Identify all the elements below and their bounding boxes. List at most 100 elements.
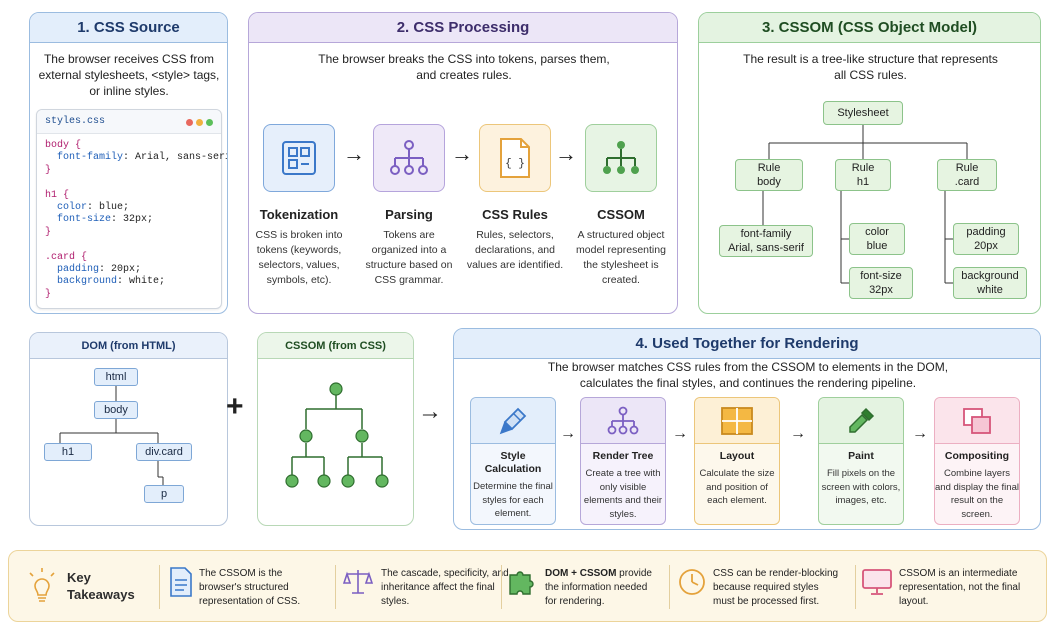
render-tree-icon	[581, 398, 665, 444]
code-line: }	[45, 226, 52, 238]
plus-icon: +	[226, 390, 244, 423]
puzzle-icon	[507, 567, 537, 602]
code-line: body {	[45, 140, 82, 151]
paint-step: Paint Fill pixels on the screen with col…	[818, 397, 904, 525]
step-css-rules-desc: Rules, selectors, declarations, and valu…	[466, 229, 564, 271]
cssom-from-css-title: CSSOM (from CSS)	[258, 333, 413, 359]
step-tokenization-desc: CSS is broken into tokens (keywords, sel…	[255, 229, 343, 286]
code-line: h1 {	[45, 189, 70, 201]
code-line	[45, 177, 213, 189]
takeaway-item: The CSSOM is the browser's structured re…	[199, 568, 301, 607]
window-dots-icon	[183, 113, 213, 131]
arrow-right-icon: →	[451, 141, 473, 166]
arrow-right-icon: →	[672, 425, 688, 442]
dom-node-p: p	[144, 485, 184, 503]
tokenization-icon	[263, 124, 335, 192]
css-braces: { }	[505, 158, 525, 170]
dom-title: DOM (from HTML)	[30, 333, 227, 359]
layers-icon	[935, 398, 1019, 444]
dom-node-div-card: div.card	[136, 443, 192, 461]
code-line: color: blue;	[45, 202, 130, 214]
css-processing-title: 2. CSS Processing	[249, 13, 677, 43]
layout-desc: Calculate the size and position of each …	[699, 468, 775, 506]
arrow-right-icon: →	[912, 425, 928, 442]
render-tree-step: Render Tree Create a tree with only visi…	[580, 397, 666, 525]
cssom-title: 3. CSSOM (CSS Object Model)	[699, 13, 1040, 43]
code-filename: styles.css	[45, 116, 106, 127]
scale-icon	[342, 567, 374, 602]
arrow-right-icon: →	[790, 425, 806, 442]
clock-icon	[677, 567, 707, 602]
arrow-right-icon: →	[418, 398, 442, 425]
dom-node-h1: h1	[44, 443, 92, 461]
compositing-step: Compositing Combine layers and display t…	[934, 397, 1020, 525]
cssom-tree-icon	[285, 382, 389, 488]
code-line: font-size: 32px;	[45, 214, 154, 226]
code-window: styles.css body { font-family: Arial, sa…	[36, 109, 227, 309]
takeaway-item: CSS can be render-blocking because requi…	[713, 568, 839, 607]
step-tokenization-title: Tokenization	[259, 207, 339, 222]
step-css-rules-title: CSS Rules	[482, 207, 548, 222]
style-calculation-step: Style Calculation Determine the final st…	[470, 397, 556, 525]
step-cssom-title: CSSOM	[597, 207, 645, 222]
rendering-panel: 4. Used Together for Rendering The brows…	[453, 328, 1041, 530]
layout-title: Layout	[719, 450, 755, 462]
layout-grid-icon	[695, 398, 779, 444]
dom-panel: DOM (from HTML) html body h1 div.card p	[29, 332, 228, 526]
document-icon	[169, 567, 193, 602]
css-rules-icon: { }	[479, 124, 551, 192]
css-processing-panel: 2. CSS Processing The browser breaks the…	[248, 12, 678, 314]
dom-node-html: html	[94, 368, 138, 386]
css-processing-description: The browser breaks the CSS into tokens, …	[318, 52, 610, 82]
code-line: }	[45, 288, 52, 300]
takeaway-item: CSSOM is an intermediate representation,…	[899, 568, 1021, 607]
compositing-title: Compositing	[944, 450, 1010, 462]
arrow-right-icon: →	[555, 141, 577, 166]
cssom-tree-lines	[762, 125, 968, 284]
dom-tree-lines	[59, 386, 164, 485]
style-calculation-title: Style Calculation	[484, 450, 542, 475]
dom-node-body: body	[94, 401, 138, 419]
stylesheet-node: Stylesheet	[823, 101, 903, 125]
code-line: .card {	[45, 251, 88, 263]
cssom-icon	[585, 124, 657, 192]
step-parsing-title: Parsing	[385, 207, 433, 222]
paint-title: Paint	[848, 450, 874, 462]
parsing-icon	[373, 124, 445, 192]
paintbrush-icon	[471, 398, 555, 444]
takeaway-item: The cascade, specificity, and inheritanc…	[381, 568, 509, 607]
key-takeaways-panel: Key Takeaways The CSSOM is the browser's…	[8, 550, 1047, 622]
layout-step: Layout Calculate the size and position o…	[694, 397, 780, 525]
rendering-title: 4. Used Together for Rendering	[454, 329, 1040, 359]
css-source-description: The browser receives CSS from external s…	[38, 52, 220, 98]
takeaway-item: DOM + CSSOM provide the information need…	[545, 568, 652, 607]
arrow-right-icon: →	[343, 141, 365, 166]
render-tree-title: Render Tree	[592, 450, 654, 462]
css-source-title: 1. CSS Source	[30, 13, 227, 43]
lightbulb-icon	[27, 567, 57, 610]
code-line: font-family: Arial, sans-serif;	[45, 152, 227, 164]
code-line: padding: 20px;	[45, 264, 142, 276]
rendering-description: The browser matches CSS rules from the C…	[547, 360, 949, 390]
code-block: body { font-family: Arial, sans-serif;} …	[37, 134, 227, 307]
key-takeaways-title: Key Takeaways	[67, 570, 135, 602]
cssom-description: The result is a tree-like structure that…	[743, 52, 998, 82]
step-cssom-desc: A structured object model representing t…	[576, 229, 666, 286]
compositing-desc: Combine layers and display the final res…	[935, 468, 1019, 520]
monitor-icon	[861, 567, 893, 602]
step-parsing-desc: Tokens are organized into a structure ba…	[365, 229, 453, 286]
rule-node: Rule.card	[937, 159, 997, 191]
arrow-right-icon: →	[560, 425, 576, 442]
style-calculation-desc: Determine the final styles for each elem…	[473, 481, 553, 519]
code-line	[45, 239, 213, 251]
paint-desc: Fill pixels on the screen with colors, i…	[821, 468, 901, 506]
cssom-panel: 3. CSSOM (CSS Object Model) The result i…	[698, 12, 1041, 314]
render-tree-desc: Create a tree with only visible elements…	[583, 468, 663, 520]
cssom-from-css-panel: CSSOM (from CSS)	[257, 332, 414, 526]
code-line: background: white;	[45, 276, 166, 288]
